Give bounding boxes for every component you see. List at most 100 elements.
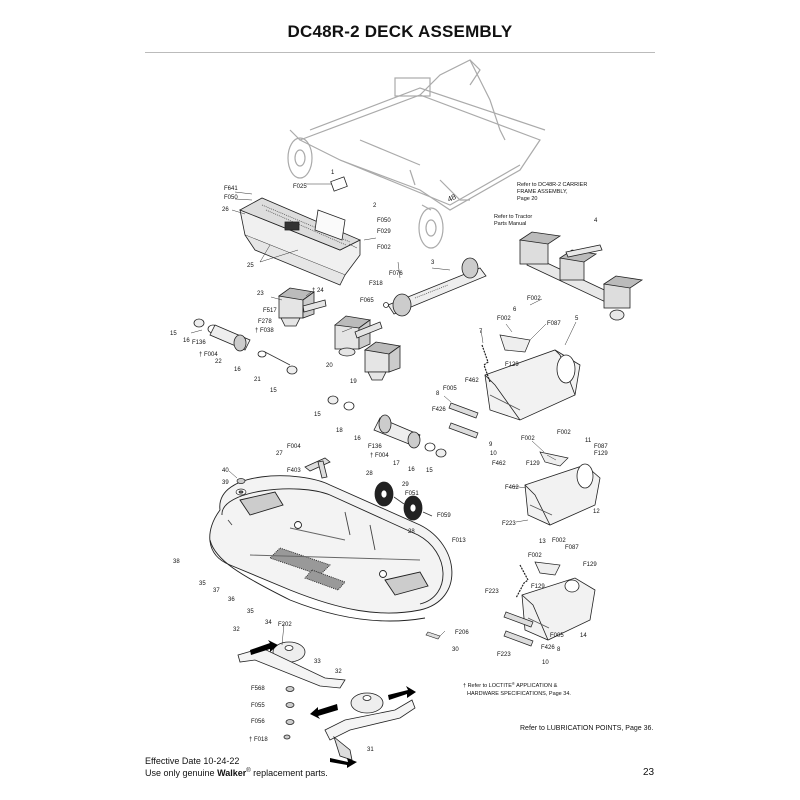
- discharge-chute-5-drawing: [484, 349, 581, 421]
- discharge-chute-14-drawing: [521, 577, 596, 641]
- callout-F206: F206: [455, 630, 469, 636]
- callout-28: 28: [366, 471, 373, 477]
- callout-7: 7: [479, 329, 483, 335]
- springs-drawing: [481, 344, 529, 599]
- idler-pulleys-drawing: [374, 481, 433, 521]
- callout-28-b: 28: [408, 529, 415, 535]
- callout-F426-b: F426: [541, 645, 555, 651]
- callout-15-d: 15: [426, 468, 433, 474]
- callout-F059: F059: [437, 513, 451, 519]
- callout-F029: F029: [377, 229, 391, 235]
- callout-F129-c: F129: [526, 461, 540, 467]
- mower-blades-drawing: [237, 647, 416, 761]
- callout-8-b: 8: [557, 647, 561, 653]
- effective-date: Effective Date 10-24-22: [145, 756, 240, 766]
- callout-F202: F202: [278, 622, 292, 628]
- callout-20: 20: [326, 363, 333, 369]
- callout-F223: F223: [502, 521, 516, 527]
- callout-F403: F403: [287, 468, 301, 474]
- callout-F568: F568: [251, 686, 265, 692]
- callout-F223-c: F223: [497, 652, 511, 658]
- callout-31: 31: [367, 747, 374, 753]
- brand-name: Walker: [217, 768, 247, 778]
- callout-16-c: 16: [354, 436, 361, 442]
- callout-12: 12: [593, 509, 600, 515]
- callout-labels: F641 F050 26 F025 1 2 F050 F029 F002 25 …: [170, 170, 608, 753]
- callout-F641: F641: [224, 186, 238, 192]
- callout-F278: F278: [258, 319, 272, 325]
- callout-30: 30: [452, 647, 459, 653]
- callout-32: 32: [233, 627, 240, 633]
- gearbox-19-drawing: [363, 341, 402, 381]
- callout-32-b: 32: [335, 669, 342, 675]
- callout-F076: F076: [389, 271, 403, 277]
- callout-35: 35: [199, 581, 206, 587]
- callout-F018: † F018: [249, 737, 268, 743]
- reference-notes: Refer to DC48R-2 CARRIER FRAME ASSEMBLY,…: [463, 182, 587, 697]
- washers-40-39-drawing: [235, 478, 247, 496]
- callout-16-d: 16: [408, 467, 415, 473]
- callout-16: 16: [183, 338, 190, 344]
- callout-19: 19: [350, 379, 357, 385]
- callout-33: 33: [314, 659, 321, 665]
- callout-27: 27: [276, 451, 283, 457]
- callout-F087: F087: [547, 321, 561, 327]
- discharge-chute-12-drawing: [524, 463, 601, 526]
- callout-F002: F002: [377, 245, 391, 251]
- genuine-parts-note: Use only genuine Walker® replacement par…: [145, 768, 328, 778]
- callout-14: 14: [580, 633, 587, 639]
- driveshaft-drawing: [383, 257, 487, 317]
- mower-deck-drawing: [209, 475, 453, 622]
- callout-F002-g: F002: [528, 553, 542, 559]
- callout-37: 37: [213, 588, 220, 594]
- callout-17: 17: [393, 461, 400, 467]
- frame-badge: 48: [446, 192, 457, 204]
- callout-24: † 24: [312, 288, 324, 294]
- callout-8: 8: [436, 391, 440, 397]
- callout-35-b: 35: [247, 609, 254, 615]
- callout-F136-b: F136: [368, 444, 382, 450]
- callout-F223-b: F223: [485, 589, 499, 595]
- callout-F004-c: F004: [287, 444, 301, 450]
- callout-F002-f: F002: [552, 538, 566, 544]
- callout-F005-b: F005: [550, 633, 564, 639]
- callout-F002-b: F002: [527, 296, 541, 302]
- callout-F056: F056: [251, 719, 265, 725]
- callout-5: 5: [575, 316, 579, 322]
- callout-F129: F129: [505, 362, 519, 368]
- callout-F129-e: F129: [531, 584, 545, 590]
- note-carrier-line3: Page 20: [517, 196, 538, 202]
- title-divider: [145, 52, 655, 53]
- callout-F318: F318: [369, 281, 383, 287]
- callout-3: 3: [431, 260, 435, 266]
- callout-F136: F136: [192, 340, 206, 346]
- callout-F065: F065: [360, 298, 374, 304]
- page-number: 23: [643, 767, 655, 778]
- chute-plates-drawing: [448, 334, 569, 647]
- key-f206-drawing: [425, 631, 441, 640]
- callout-16-b: 16: [234, 367, 241, 373]
- page-title: DC48R-2 DECK ASSEMBLY: [287, 22, 513, 41]
- note-loctite-line2: HARDWARE SPECIFICATIONS, Page 34.: [467, 691, 571, 697]
- rotation-arrows: [250, 640, 416, 768]
- callout-4: 4: [594, 218, 598, 224]
- callout-22: 22: [215, 359, 222, 365]
- gearbox-assembly-drawing: [518, 231, 644, 321]
- callout-F462: F462: [465, 378, 479, 384]
- callout-F013: F013: [452, 538, 466, 544]
- callout-F050-b: F050: [377, 218, 391, 224]
- callout-F426: F426: [432, 407, 446, 413]
- callout-15-b: 15: [270, 388, 277, 394]
- callout-F002-e: F002: [557, 430, 571, 436]
- callout-18: 18: [336, 428, 343, 434]
- callout-36: 36: [228, 597, 235, 603]
- callout-15: 15: [170, 331, 177, 337]
- callout-F025: F025: [293, 184, 307, 190]
- callout-F002-d: F002: [521, 436, 535, 442]
- callout-F462-b: F462: [492, 461, 506, 467]
- note-carrier-line2: FRAME ASSEMBLY,: [517, 189, 568, 195]
- callout-F055: F055: [251, 703, 265, 709]
- callout-F038: † F038: [255, 328, 274, 334]
- note-carrier-line1: Refer to DC48R-2 CARRIER: [517, 182, 587, 188]
- callout-2: 2: [373, 203, 377, 209]
